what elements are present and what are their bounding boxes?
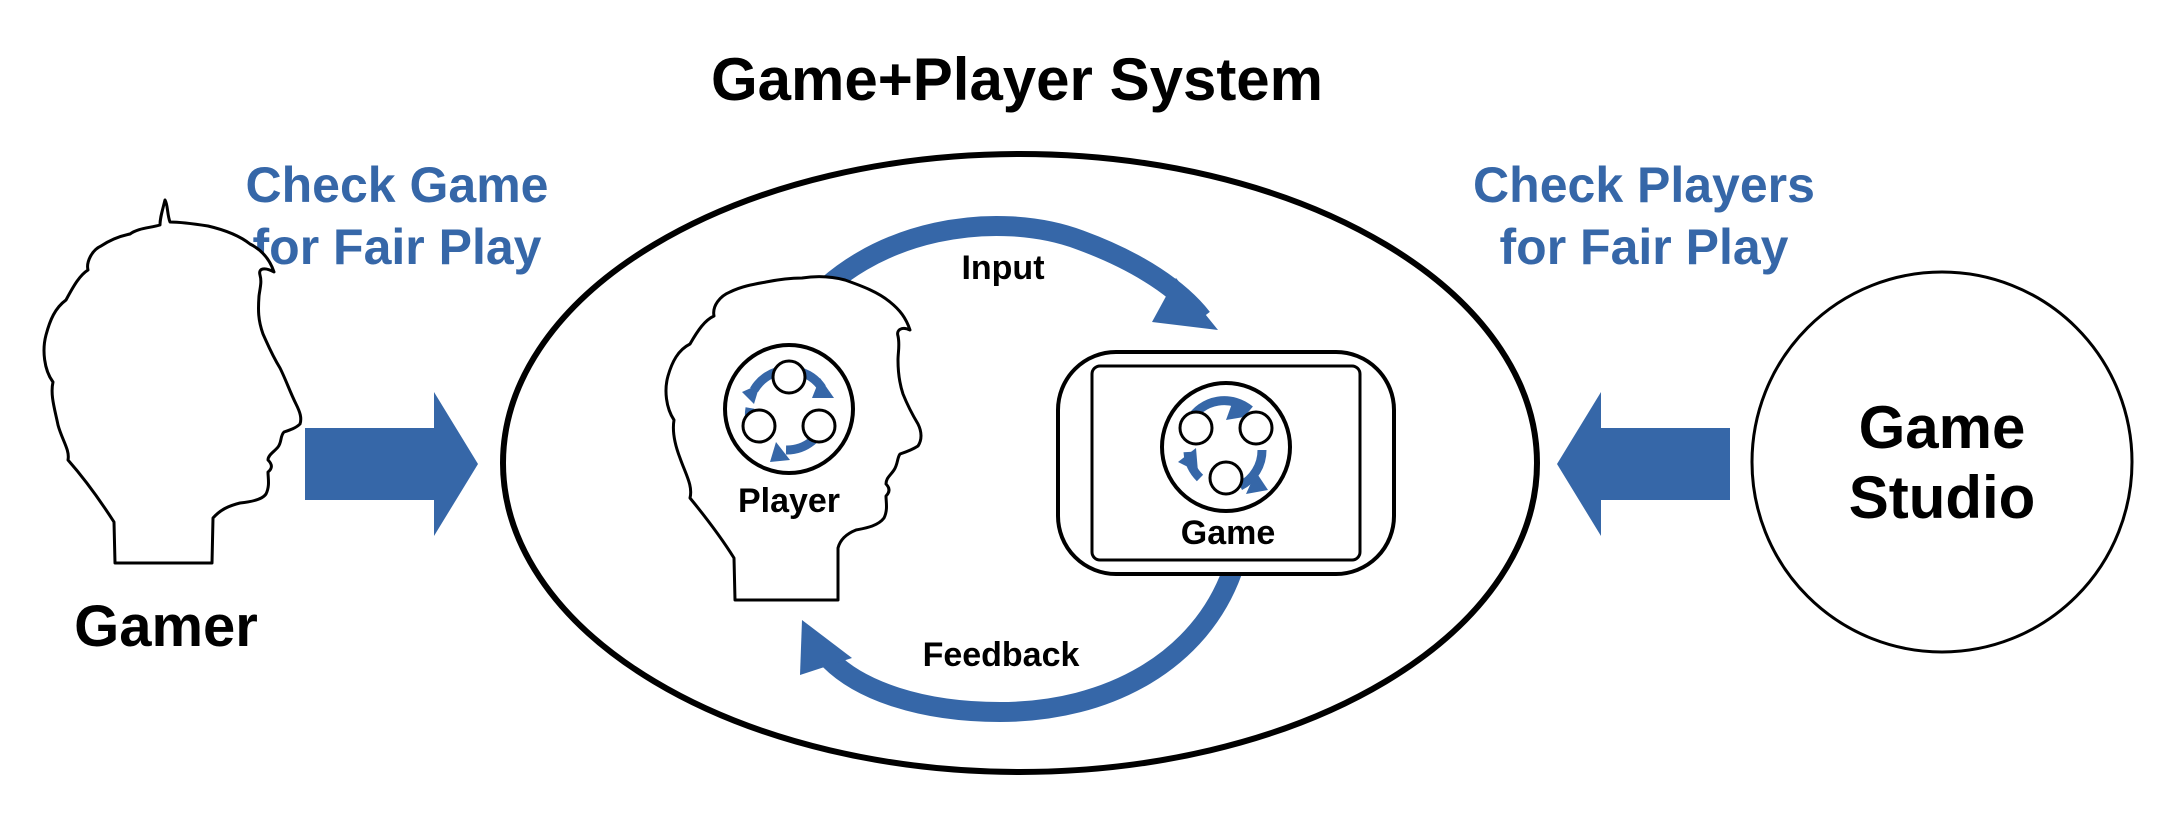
feedback-arrowhead: [800, 620, 852, 675]
check-game-label: Check Game for Fair Play: [246, 157, 549, 275]
check-players-line1: Check Players: [1473, 157, 1815, 213]
check-game-line1: Check Game: [246, 157, 549, 213]
input-arrow: [792, 215, 1210, 325]
input-arrowhead: [1152, 278, 1218, 330]
player-label: Player: [738, 482, 840, 520]
check-players-label: Check Players for Fair Play: [1473, 157, 1815, 275]
game-cycle-icon: [1160, 381, 1292, 513]
game-label: Game: [1181, 514, 1276, 552]
game-studio-circle: [1750, 270, 2134, 654]
gamer-head-icon: [42, 198, 303, 565]
check-players-line2: for Fair Play: [1500, 219, 1789, 275]
right-check-arrow: [1557, 392, 1730, 536]
player-cycle-icon: [723, 343, 855, 475]
feedback-label: Feedback: [923, 636, 1080, 674]
game-studio-line2: Studio: [1849, 464, 2036, 531]
gamer-label: Gamer: [74, 594, 258, 659]
feedback-arrow: [822, 568, 1242, 723]
diagram-title: Game+Player System: [711, 46, 1323, 113]
game-studio-line1: Game: [1859, 394, 2026, 461]
left-check-arrow: [305, 392, 478, 536]
check-game-line2: for Fair Play: [253, 219, 542, 275]
input-label: Input: [961, 249, 1044, 287]
